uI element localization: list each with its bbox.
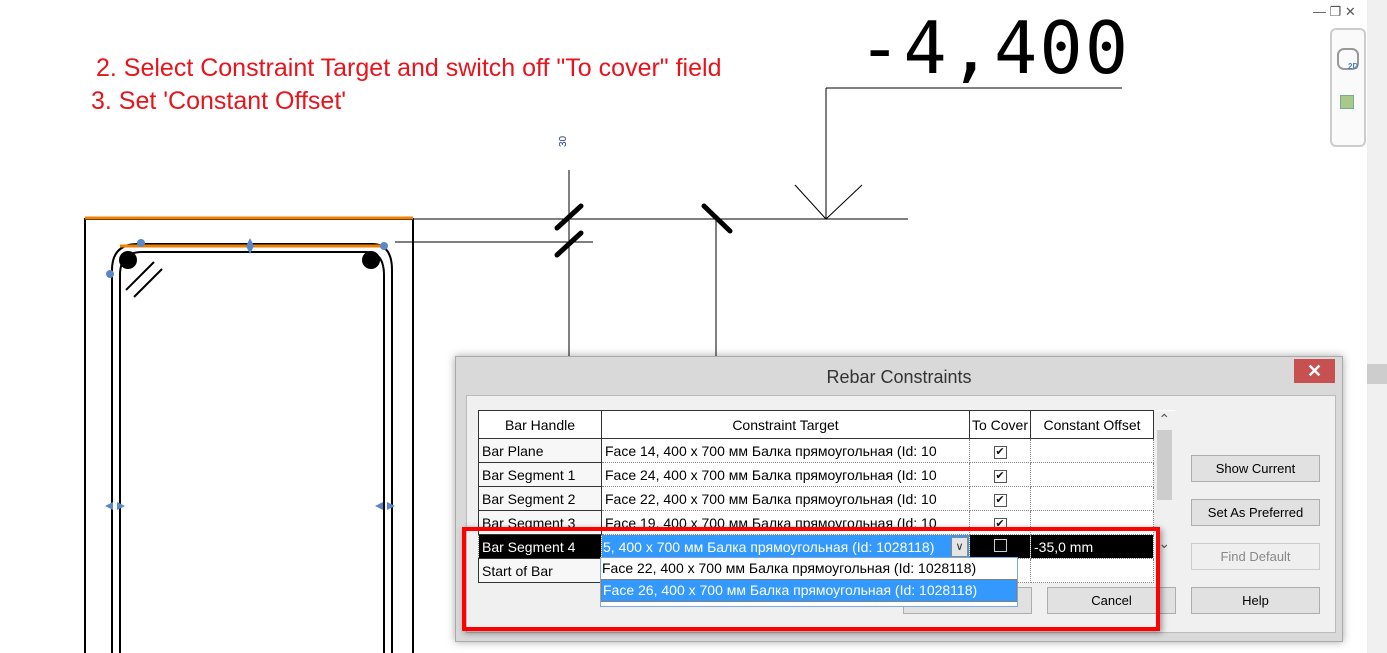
dimension-text: 30 (558, 135, 569, 147)
to-cover-checkbox[interactable] (993, 538, 1007, 552)
to-cover-checkbox[interactable]: ✔ (993, 446, 1007, 459)
dropdown-option[interactable]: Face 22, 400 x 700 мм Балка прямоугольна… (602, 560, 977, 576)
callout-highlight-box (462, 527, 1160, 631)
find-default-button[interactable]: Find Default (1191, 543, 1320, 570)
dropdown-option-highlighted[interactable]: Face 26, 400 x 700 мм Балка прямоугольна… (601, 579, 1017, 602)
constraint-target-dropdown-list: Face 22, 400 x 700 мм Балка прямоугольна… (600, 557, 1018, 607)
beam-outline (84, 218, 414, 653)
col-constraint-target: Constraint Target (601, 410, 970, 439)
to-cover-checkbox[interactable]: ✔ (993, 470, 1007, 483)
cancel-button[interactable]: Cancel (1047, 587, 1176, 614)
window-controls: — ❐ ✕ (1313, 4, 1356, 20)
annotation-step2: 2. Select Constraint Target and switch o… (96, 54, 722, 82)
close-window-button[interactable]: ✕ (1344, 4, 1356, 19)
col-constant-offset: Constant Offset (1030, 410, 1154, 439)
help-button[interactable]: Help (1191, 587, 1320, 614)
elevation-label: -4,400 (858, 6, 1131, 90)
chevron-down-icon[interactable]: ∨ (951, 537, 968, 557)
steering-wheel-icon[interactable] (1337, 48, 1359, 70)
dialog-title: Rebar Constraints (826, 367, 972, 387)
minimize-button[interactable]: — (1313, 4, 1326, 19)
show-current-button[interactable]: Show Current (1191, 455, 1320, 482)
constant-offset-input[interactable]: -35,0 mm (1030, 534, 1154, 559)
constraint-target-combobox[interactable]: 5, 400 x 700 мм Балка прямоугольная (Id:… (601, 534, 970, 559)
navigation-bar: 2D (1330, 28, 1366, 147)
annotation-step3: 3. Set 'Constant Offset' (91, 87, 347, 115)
zoom-icon[interactable] (1340, 95, 1354, 109)
dialog-close-button[interactable]: ✕ (1294, 359, 1335, 383)
vertical-scrollbar[interactable] (1367, 0, 1387, 653)
col-bar-handle: Bar Handle (478, 410, 602, 439)
set-as-preferred-button[interactable]: Set As Preferred (1191, 499, 1320, 526)
to-cover-checkbox[interactable]: ✔ (993, 494, 1007, 507)
restore-button[interactable]: ❐ (1329, 4, 1342, 19)
col-to-cover: To Cover (969, 410, 1031, 439)
